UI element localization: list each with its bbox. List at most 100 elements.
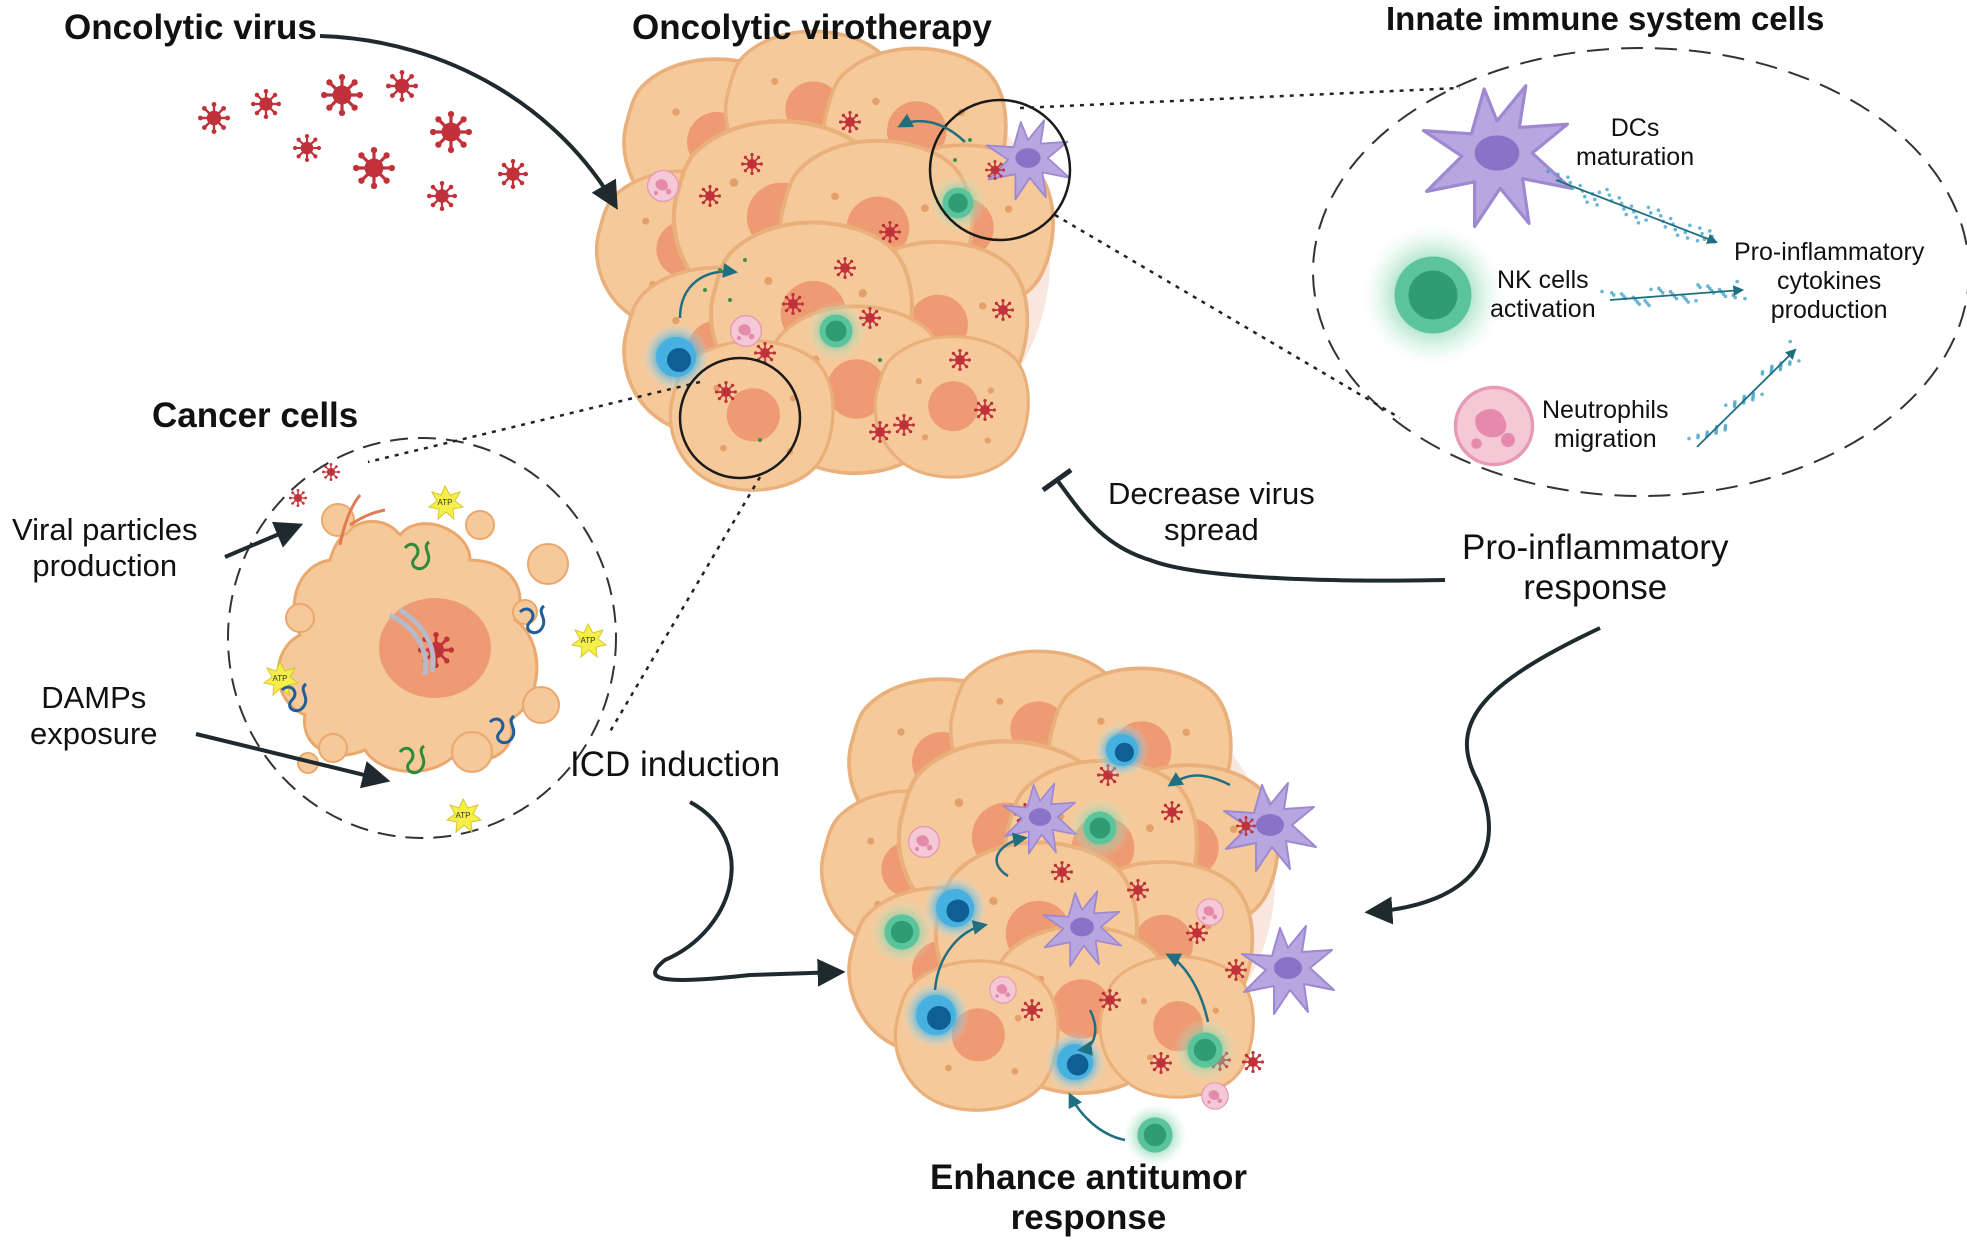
damps-line2: exposure [30, 715, 158, 751]
cytokine-dot [1658, 213, 1663, 218]
cytokine-dot [1649, 287, 1653, 292]
cytokine-dot [1685, 236, 1690, 240]
damps-arrow [195, 732, 391, 789]
virus [1235, 815, 1257, 837]
cytokine-dot [1707, 229, 1712, 233]
tumor-virus [868, 420, 892, 444]
speckle-dot [703, 288, 707, 292]
cytokine-dot [1600, 289, 1604, 294]
tumor-virus [833, 256, 857, 280]
teal-arrow [1165, 953, 1210, 1023]
cytokine-dot [1723, 403, 1728, 407]
decrease-spread-line1: Decrease virus [1108, 476, 1315, 511]
t-cell [1044, 1031, 1106, 1093]
tumor-virus [1224, 958, 1248, 982]
dotted-connector [606, 476, 762, 736]
damp-protein [403, 540, 431, 571]
viral-particles-arrow [224, 521, 304, 559]
innate-immune-dashed-boundary [1312, 47, 1967, 497]
cytokine-dot [1696, 433, 1700, 438]
cytokine-dot [1637, 302, 1642, 306]
cytokine-dot [1760, 369, 1765, 374]
cancer-cell-dashed-boundary [227, 437, 617, 839]
cytokine-dot [1797, 359, 1801, 363]
cytokine-dot [1733, 400, 1737, 404]
cytokine-dot [1617, 196, 1622, 200]
cytokine-dot [1668, 216, 1673, 221]
neutrophil [907, 825, 941, 859]
cytokines-line1: Pro-inflammatory [1734, 238, 1925, 266]
bleb [285, 603, 315, 633]
tumor-virus [698, 184, 722, 208]
cytokine-dot [1583, 194, 1587, 199]
cytokine-arrow [1696, 348, 1797, 448]
top-tumor-cancer-cell [873, 335, 1030, 479]
damp-protein [488, 714, 516, 745]
tumor-virus [948, 348, 972, 372]
cytokine-dot [1700, 231, 1704, 236]
nk-line1: NK cells [1496, 266, 1589, 294]
dendritic-cell-large [1421, 84, 1573, 229]
cytokine-dot [1688, 223, 1692, 228]
cytokine-dot [1629, 204, 1634, 208]
oncolytic-virus-title: Oncolytic virus [64, 8, 317, 47]
free-virus [291, 132, 323, 164]
neutrophil-cytokine-stream [1687, 339, 1801, 448]
cytokine-dot [1648, 211, 1653, 215]
speckle-dot [718, 268, 722, 272]
cytokine-dot [1743, 296, 1747, 301]
free-virus [384, 68, 420, 104]
damp-protein [518, 604, 546, 635]
free-virus [351, 145, 397, 191]
cytokine-dot [1568, 180, 1573, 185]
cytokine-dot [1723, 294, 1728, 299]
dc-cytokine-stream [1546, 169, 1719, 244]
tumor-virus [1098, 988, 1122, 1012]
cytokine-dot [1788, 339, 1792, 344]
neutrophil [1201, 1082, 1229, 1110]
dcs-maturation-label: DCs maturation [1576, 114, 1694, 172]
tumor-virus [1241, 1050, 1265, 1074]
cytokine-dot [1656, 208, 1661, 212]
cytokine-arrow [1555, 179, 1719, 244]
virus [288, 488, 308, 508]
neutrophil [1196, 898, 1224, 926]
proinflammatory-response-label: Pro-inflammatory response [1462, 528, 1728, 609]
nk-cell-large [1363, 225, 1503, 365]
tumor-virus [878, 220, 902, 244]
viral-particles-line1: Viral particles [12, 512, 198, 547]
virus [321, 462, 341, 482]
cytokine-dot [1597, 190, 1602, 195]
cytokines-line2: cytokines [1777, 266, 1882, 295]
cytokine-dot [1644, 218, 1648, 222]
cytokine-dot [1556, 172, 1560, 177]
cancer-cells-title: Cancer cells [152, 396, 359, 435]
teal-arrow [1077, 1009, 1097, 1056]
damp-protein [280, 682, 308, 713]
cytokine-dot [1566, 175, 1570, 179]
cytokine-dot [1694, 299, 1698, 303]
cytokine-dot [1585, 200, 1589, 204]
teal-arrow [995, 832, 1028, 878]
nk-cell [806, 301, 866, 361]
cytokine-dot [1686, 300, 1691, 304]
speckle-dot [968, 138, 972, 142]
cytokine-dot [1622, 207, 1626, 211]
cytokine-dot [1770, 364, 1774, 369]
er-structure [388, 607, 436, 676]
cytokine-dot [1695, 238, 1700, 243]
viral-particles-label: Viral particles production [12, 512, 198, 583]
tumor-virus [1020, 998, 1044, 1022]
bleb [465, 510, 495, 540]
nk-line2: activation [1490, 294, 1596, 323]
cytokines-line3: production [1770, 295, 1888, 324]
atp-label: ATP [581, 636, 596, 645]
enhance-antitumor-title: Enhance antitumor response [930, 1158, 1247, 1239]
damps-label: DAMPs exposure [30, 680, 158, 751]
cytokine-dot [1663, 225, 1668, 229]
nk-cell [1173, 1018, 1237, 1082]
bleb [321, 503, 355, 537]
neutrophil [646, 169, 680, 203]
zoom-circle-immune [928, 98, 1072, 242]
speckle-dot [728, 298, 732, 302]
